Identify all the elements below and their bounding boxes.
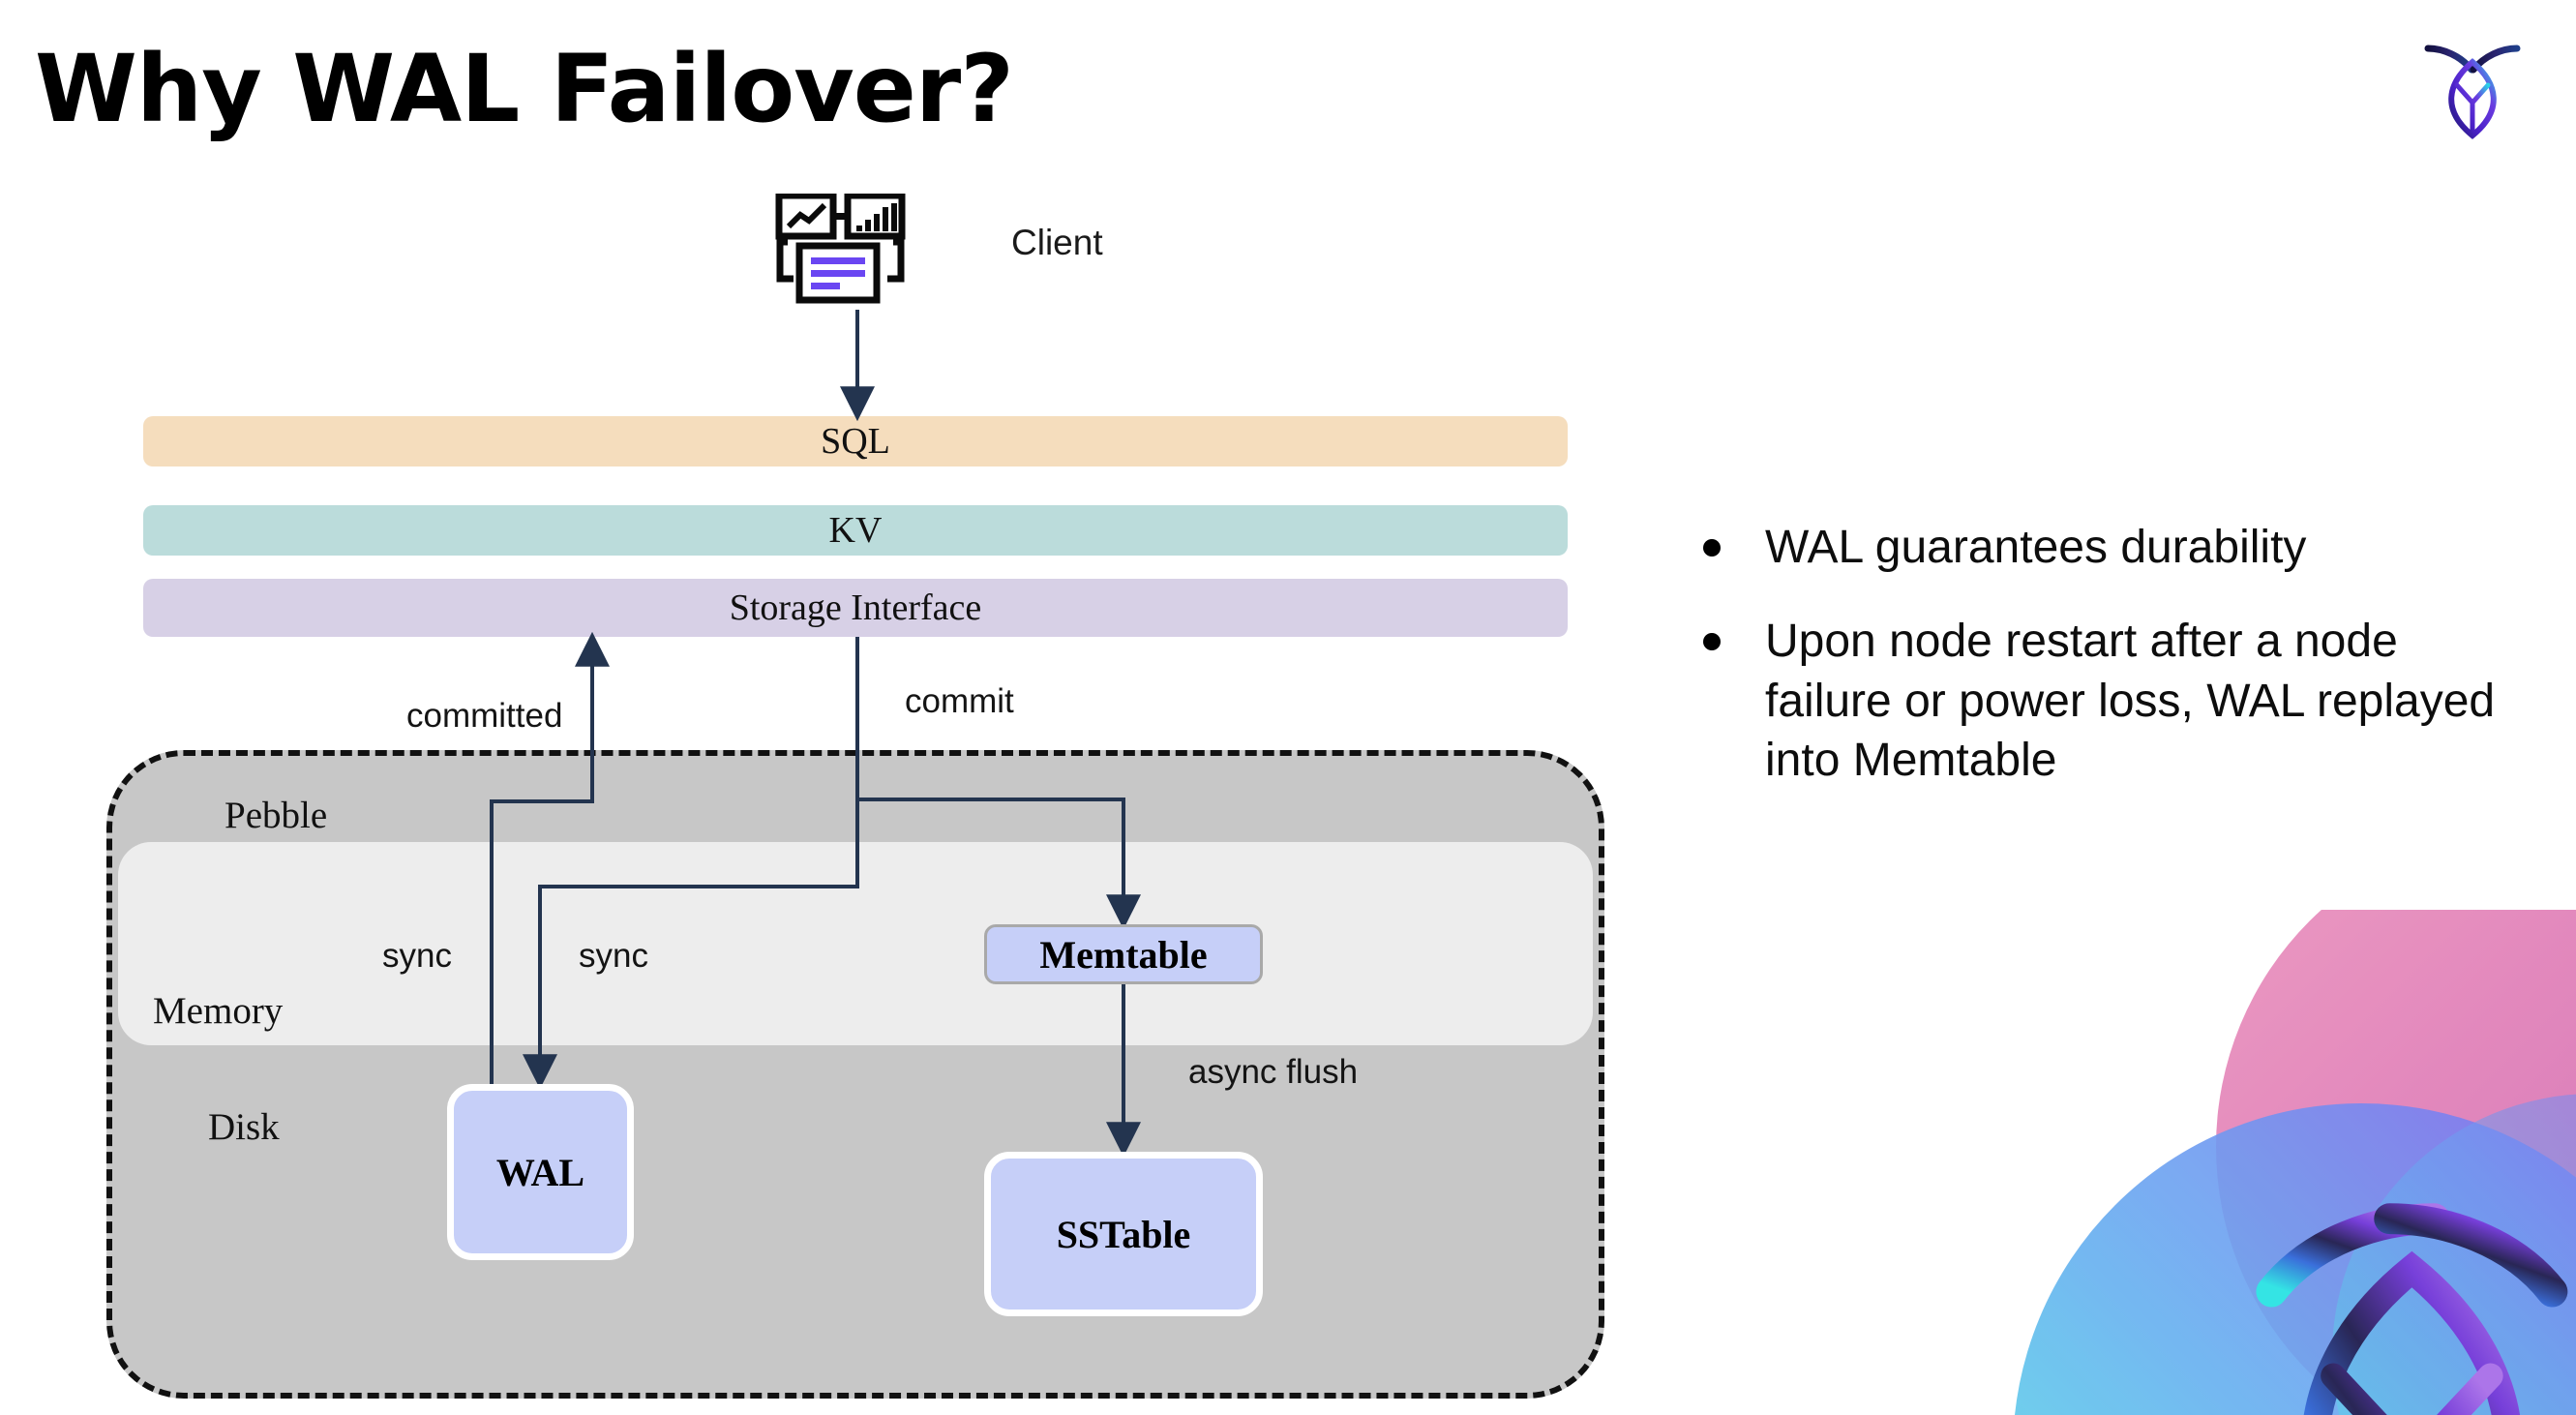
edge-label-async-flush: async flush bbox=[1188, 1053, 1359, 1091]
node-wal: WAL bbox=[447, 1084, 634, 1260]
cockroach-leaf-logo-icon bbox=[2414, 35, 2531, 141]
bullet-dot-icon bbox=[1703, 633, 1721, 651]
bullet-list: WAL guarantees durability Upon node rest… bbox=[1703, 518, 2497, 826]
bullet-dot-icon bbox=[1703, 539, 1721, 557]
list-item: Upon node restart after a node failure o… bbox=[1703, 612, 2497, 790]
node-label-sstable: SSTable bbox=[1056, 1212, 1191, 1256]
client-dashboard-icon bbox=[774, 192, 929, 310]
layer-label-kv: KV bbox=[828, 510, 883, 551]
bullet-text: Upon node restart after a node failure o… bbox=[1765, 616, 2496, 787]
layer-bar-sql: SQL bbox=[143, 416, 1568, 467]
layer-label-sql: SQL bbox=[821, 421, 890, 462]
client-label: Client bbox=[1011, 223, 1103, 262]
node-label-memtable: Memtable bbox=[1039, 932, 1208, 977]
decorative-gradient-circles bbox=[1955, 910, 2576, 1415]
list-item: WAL guarantees durability bbox=[1703, 518, 2497, 577]
edge-label-committed: committed bbox=[406, 697, 563, 735]
edge-label-commit: commit bbox=[905, 682, 1014, 720]
page-title: Why WAL Failover? bbox=[35, 35, 1014, 143]
disk-label: Disk bbox=[208, 1106, 280, 1148]
layer-bar-storage-interface: Storage Interface bbox=[143, 579, 1568, 637]
memory-region bbox=[118, 842, 1593, 1045]
pebble-label: Pebble bbox=[225, 795, 328, 836]
layer-bar-kv: KV bbox=[143, 505, 1568, 556]
node-memtable: Memtable bbox=[984, 924, 1263, 984]
memory-label: Memory bbox=[153, 990, 284, 1032]
edge-label-sync-right: sync bbox=[579, 937, 648, 975]
bullet-text: WAL guarantees durability bbox=[1765, 522, 2307, 573]
edge-label-sync-left: sync bbox=[382, 937, 452, 975]
layer-label-storage-interface: Storage Interface bbox=[729, 587, 982, 628]
node-sstable: SSTable bbox=[984, 1152, 1263, 1316]
node-label-wal: WAL bbox=[495, 1150, 585, 1194]
